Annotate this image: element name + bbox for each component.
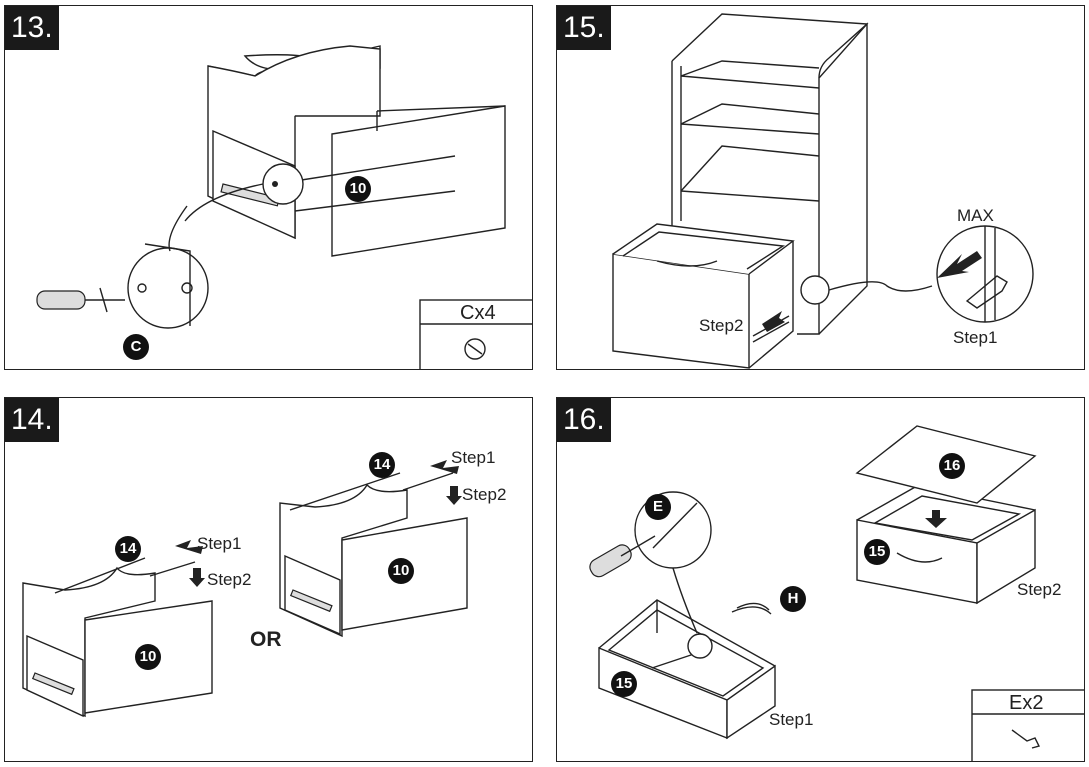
right-step1-label: Step1 — [451, 448, 496, 467]
left-step2-label: Step2 — [207, 570, 252, 589]
step-13-illustration — [36, 45, 532, 369]
step-number: 13. — [5, 6, 59, 50]
step-16-illustration — [589, 425, 1084, 761]
step-number: 15. — [557, 6, 611, 50]
left-part-label-14: 14 — [115, 536, 141, 562]
part-label-15-lower: 15 — [611, 671, 637, 697]
step-number: 14. — [5, 398, 59, 442]
hardware-count-label: Cx4 — [460, 302, 496, 324]
right-step2-label: Step2 — [462, 485, 507, 504]
step1-label: Step1 — [953, 328, 998, 347]
right-part-label-10: 10 — [388, 558, 414, 584]
step-15-illustration — [612, 13, 1034, 369]
hardware-label-h: H — [780, 586, 806, 612]
step-14-illustration — [22, 460, 468, 718]
step-13-panel: 13. 10 C Cx4 — [4, 5, 533, 370]
step2-label: Step2 — [699, 316, 744, 335]
part-label-16: 16 — [939, 453, 965, 479]
hardware-count-label: Ex2 — [1009, 692, 1044, 714]
left-step1-label: Step1 — [197, 534, 242, 553]
step-15-panel: 15. MAX Step1 Step2 — [556, 5, 1085, 370]
cam-lock-icon — [464, 338, 486, 360]
right-part-label-14: 14 — [369, 452, 395, 478]
left-part-label-10: 10 — [135, 644, 161, 670]
step-14-panel: 14. 14 10 Step1 Step2 OR 14 10 Step1 Ste… — [4, 397, 533, 762]
hardware-label-c: C — [123, 334, 149, 360]
hardware-label-e: E — [645, 494, 671, 520]
part-label-10: 10 — [345, 176, 371, 202]
step-16-panel: 16. E H 15 15 16 Step1 St — [556, 397, 1085, 762]
part-label-15-upper: 15 — [864, 539, 890, 565]
step2-label: Step2 — [1017, 580, 1062, 599]
step-number: 16. — [557, 398, 611, 442]
step1-label: Step1 — [769, 710, 814, 729]
max-label: MAX — [957, 206, 994, 225]
or-label: OR — [250, 628, 282, 651]
screw-icon — [1011, 729, 1041, 749]
